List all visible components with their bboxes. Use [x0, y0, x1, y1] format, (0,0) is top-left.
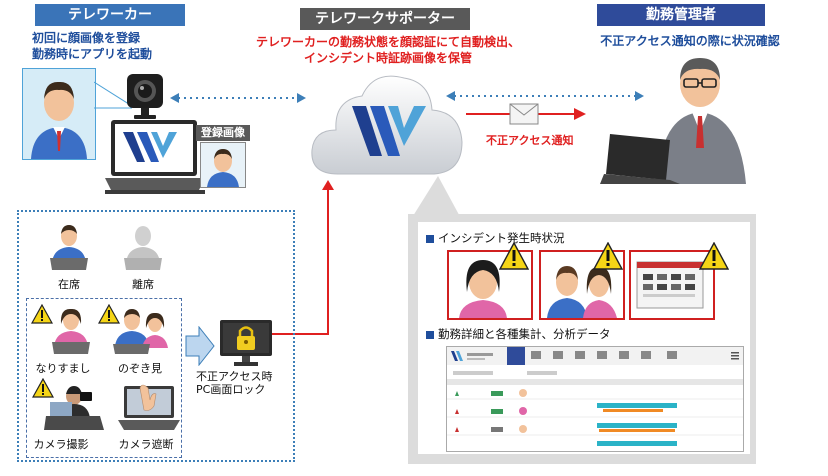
registered-face-icon [207, 149, 239, 187]
incident-section-text: インシデント発生時状況 [438, 231, 565, 245]
person-icon [31, 81, 87, 159]
supporter-header: テレワークサポーター [300, 8, 470, 30]
analysis-section-title: 勤務詳細と各種集計、分析データ [426, 326, 611, 342]
warning-icon [98, 304, 120, 324]
cloud-icon [311, 75, 463, 175]
away-worker-icon [124, 226, 162, 270]
photo-camera-connector [94, 81, 133, 109]
manager-desc: 不正アクセス通知の際に状況確認 [600, 34, 780, 48]
telework-desc: 初回に顔画像を登録 勤務時にアプリを起動 [32, 30, 152, 62]
warning-icon [31, 304, 53, 324]
registered-image-frame [200, 142, 246, 188]
manager-sync-arrow [446, 91, 644, 101]
camera-shooting-label: カメラ撮影 [33, 438, 89, 451]
incident-image-3 [629, 250, 715, 320]
teleworker-laptop-icon [105, 120, 205, 194]
registered-image-label: 登録画像 [196, 125, 250, 141]
status-box [17, 210, 295, 462]
telework-sync-arrow [170, 93, 306, 103]
present-label: 在席 [58, 278, 80, 291]
present-worker-icon [50, 225, 88, 270]
manager-icon [600, 58, 746, 184]
supporter-desc-line2: インシデント時証跡画像を保管 [303, 51, 472, 65]
telework-desc-line2: 勤務時にアプリを起動 [32, 47, 153, 61]
lock-label: 不正アクセス時 PC画面ロック [196, 370, 296, 396]
camera-shooting-icon [44, 386, 104, 430]
incident-face-1-icon [459, 260, 507, 318]
locked-screen-icon [220, 320, 272, 366]
warning-icon [593, 242, 623, 270]
incident-face-2-icon [547, 266, 617, 318]
away-label: 離席 [132, 278, 154, 291]
warning-icon [699, 242, 729, 270]
webcam-icon [127, 74, 163, 119]
warning-icon [499, 242, 529, 270]
alert-label: 不正アクセス通知 [486, 134, 574, 147]
incident-screen-icon [636, 261, 704, 309]
camera-block-label: カメラ遮断 [118, 438, 174, 451]
peeking-workers-icon [113, 309, 168, 354]
lock-label-line1: 不正アクセス時 [196, 370, 273, 383]
analysis-section-text: 勤務詳細と各種集計、分析データ [438, 327, 611, 341]
lock-arrow [185, 326, 215, 366]
teleworker-photo-frame [22, 68, 96, 160]
impersonation-label: なりすまし [35, 362, 91, 375]
impersonation-worker-icon [52, 308, 90, 354]
dashboard-screenshot [446, 346, 744, 452]
supporter-desc: テレワーカーの勤務状態を顔認証にて自動検出、 インシデント時証跡画像を保管 [238, 34, 538, 66]
incident-section-title: インシデント発生時状況 [426, 230, 565, 246]
panel-pointer [408, 176, 464, 224]
peeking-label: のぞき見 [118, 362, 162, 375]
supporter-desc-line1: テレワーカーの勤務状態を顔認証にて自動検出、 [255, 35, 520, 49]
manager-header: 勤務管理者 [597, 4, 765, 26]
telework-desc-line1: 初回に顔画像を登録 [32, 31, 141, 45]
camera-block-icon [118, 384, 180, 430]
warning-icon [32, 378, 54, 398]
lock-label-line2: PC画面ロック [196, 383, 266, 396]
dashboard-mock [447, 347, 743, 446]
envelope-icon [509, 103, 539, 125]
telework-header: テレワーカー [35, 4, 185, 26]
incident-types-box [26, 298, 182, 458]
